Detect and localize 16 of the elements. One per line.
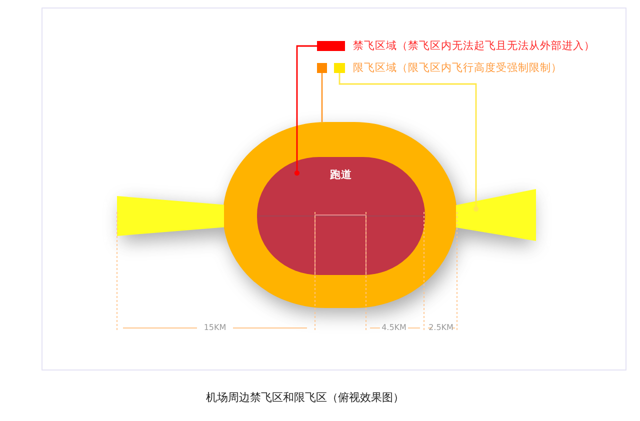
leader-line <box>321 73 323 122</box>
approach-cone <box>117 196 224 236</box>
legend-text: 限飞区域（限飞区内飞行高度受强制限制） <box>353 62 562 74</box>
legend-swatch <box>334 63 345 73</box>
leader-line <box>338 73 479 212</box>
leader-line <box>294 45 317 176</box>
legend-swatch <box>317 63 327 73</box>
no-fly-zone <box>257 157 425 275</box>
approach-cone <box>456 189 536 241</box>
legend-swatch <box>317 41 345 51</box>
caption: 机场周边禁飞区和限飞区（俯视效果图） <box>205 391 405 405</box>
dimension-label: 15KM <box>202 322 228 334</box>
zone-label: 跑道 <box>329 168 353 182</box>
dimension-label: 4.5KM <box>380 322 408 334</box>
legend-text: 禁飞区域（禁飞区内无法起飞且无法从外部进入） <box>353 40 595 52</box>
dimension-label: 2.5KM <box>428 322 454 334</box>
